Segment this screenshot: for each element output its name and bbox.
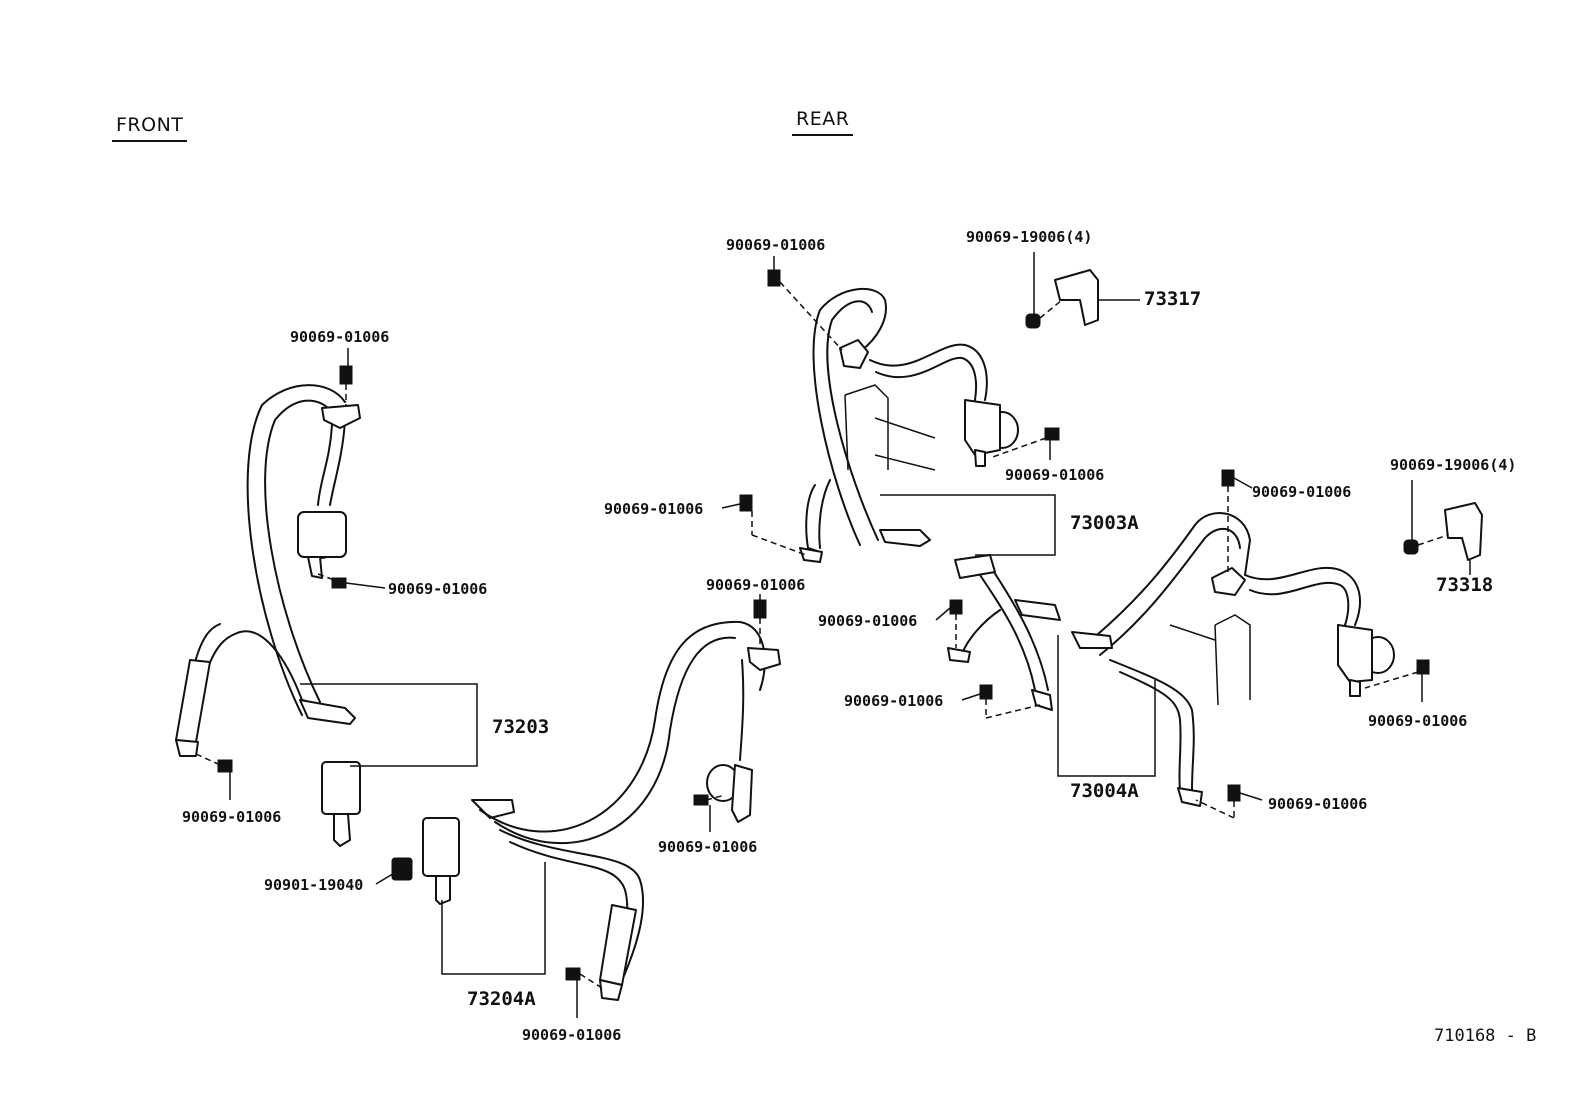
front-seat-belt-drawing bbox=[175, 348, 478, 847]
label-assy-cover-left: 73317 bbox=[1144, 288, 1202, 310]
label-bolt-rear-right-floor: 90069-01006 bbox=[1268, 795, 1368, 813]
label-bolt-rear-center-low2: 90069-01006 bbox=[844, 692, 944, 710]
label-assy-front-belt: 73203 bbox=[492, 716, 550, 738]
label-bolt-front-bottom: 90069-01006 bbox=[182, 808, 282, 826]
label-bolt-rear-right-top: 90069-01006 bbox=[1252, 483, 1352, 501]
diagram-reference-number: 710168 - B bbox=[1434, 1026, 1537, 1046]
rear-section-title: REAR bbox=[791, 108, 854, 136]
label-bolt-rear-center-low1: 90069-01006 bbox=[818, 612, 918, 630]
label-assy-rear-belt-right: 73004A bbox=[1070, 780, 1139, 802]
rear-belt-right-drawing bbox=[935, 469, 1483, 819]
label-bolt-buckle-rear-mid: 90069-01006 bbox=[658, 838, 758, 856]
label-assy-cover-right: 73318 bbox=[1436, 574, 1494, 596]
label-screw-cover-left: 90069-19006(4) bbox=[966, 228, 1093, 246]
label-bolt-rear-left-retractor: 90069-01006 bbox=[1005, 466, 1105, 484]
label-bolt-front-mid: 90069-01006 bbox=[388, 580, 488, 598]
label-bolt-rear-right-retractor: 90069-01006 bbox=[1368, 712, 1468, 730]
rear-belt-left-drawing bbox=[721, 252, 1140, 563]
label-bolt-rearbelt-top: 90069-01006 bbox=[706, 576, 806, 594]
front-section-title: FRONT bbox=[111, 114, 188, 142]
label-bolt-buckle-front: 90901-19040 bbox=[264, 876, 364, 894]
label-assy-front-buckle: 73204A bbox=[467, 988, 536, 1010]
label-bolt-rear-left-top: 90069-01006 bbox=[726, 236, 826, 254]
front-buckle-drawing bbox=[375, 594, 781, 1018]
label-bolt-front-top: 90069-01006 bbox=[290, 328, 390, 346]
label-screw-cover-right: 90069-19006(4) bbox=[1390, 456, 1517, 474]
label-bolt-rear-left-floor: 90069-01006 bbox=[604, 500, 704, 518]
label-bolt-buckle-rear-low: 90069-01006 bbox=[522, 1026, 622, 1044]
label-assy-rear-belt-left: 73003A bbox=[1070, 512, 1139, 534]
